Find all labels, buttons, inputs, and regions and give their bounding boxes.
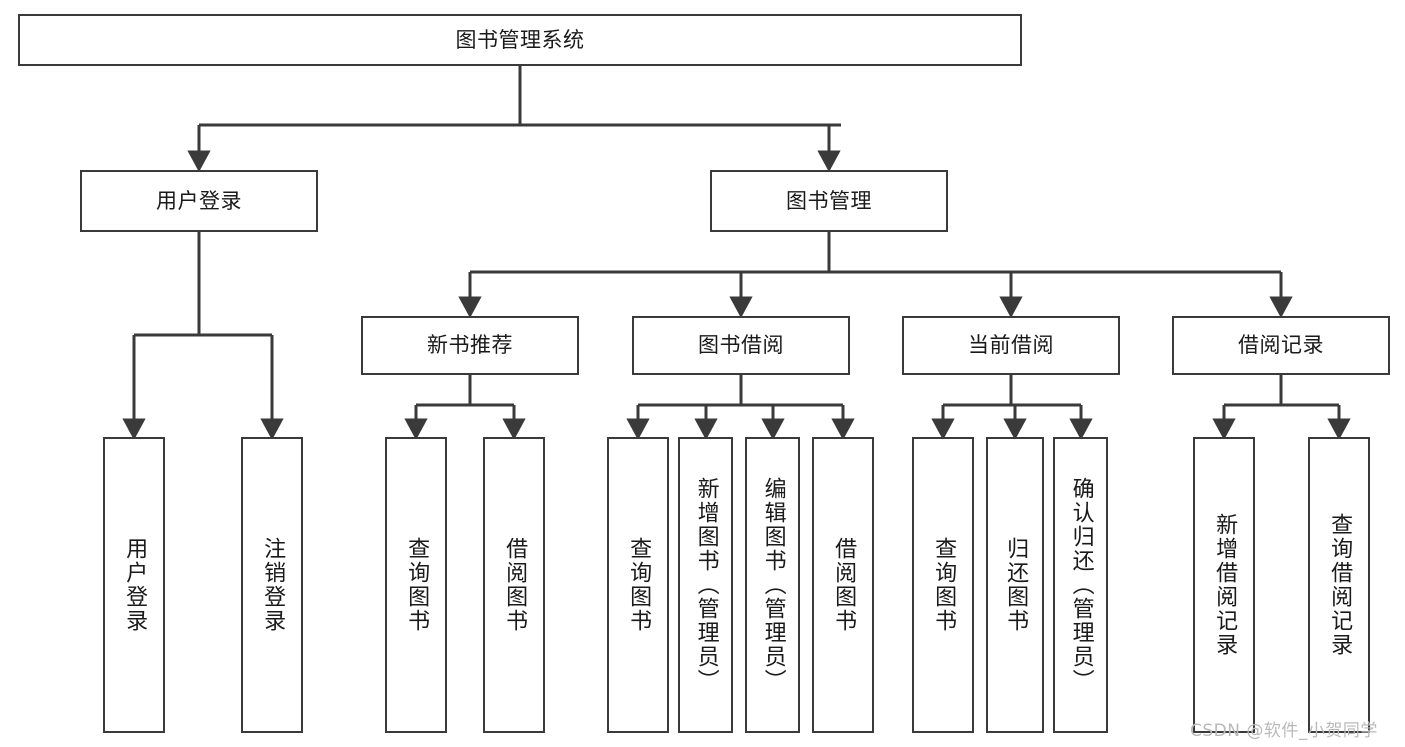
leaf-edit-book-admin[interactable]: 编辑图书（管理员） xyxy=(745,437,800,733)
leaf-query-book-current[interactable]: 查询图书 xyxy=(912,437,974,733)
leaf-query-book-borrow[interactable]: 查询图书 xyxy=(607,437,669,733)
node-new-book-recommend[interactable]: 新书推荐 xyxy=(361,316,579,375)
leaf-return-book[interactable]: 归还图书 xyxy=(986,437,1044,733)
leaf-add-book-admin-label: 新增图书（管理员） xyxy=(693,477,719,693)
leaf-logout[interactable]: 注销登录 xyxy=(241,437,303,733)
node-book-management[interactable]: 图书管理 xyxy=(710,170,948,232)
node-current-borrow[interactable]: 当前借阅 xyxy=(902,316,1120,375)
node-root-label: 图书管理系统 xyxy=(455,27,585,52)
leaf-query-book-newbook-label: 查询图书 xyxy=(404,537,430,633)
node-user-login[interactable]: 用户登录 xyxy=(80,170,318,232)
leaf-borrow-book-newbook[interactable]: 借阅图书 xyxy=(483,437,545,733)
node-current-borrow-label: 当前借阅 xyxy=(968,333,1054,358)
node-book-borrow[interactable]: 图书借阅 xyxy=(632,316,850,375)
node-root[interactable]: 图书管理系统 xyxy=(18,14,1022,66)
leaf-edit-book-admin-label: 编辑图书（管理员） xyxy=(760,477,786,693)
leaf-add-borrow-record[interactable]: 新增借阅记录 xyxy=(1193,437,1255,733)
leaf-query-book-newbook[interactable]: 查询图书 xyxy=(385,437,447,733)
leaf-user-login[interactable]: 用户登录 xyxy=(103,437,165,733)
leaf-query-book-borrow-label: 查询图书 xyxy=(626,537,652,633)
leaf-query-borrow-record-label: 查询借阅记录 xyxy=(1327,513,1353,657)
leaf-add-book-admin[interactable]: 新增图书（管理员） xyxy=(678,437,733,733)
leaf-borrow-book[interactable]: 借阅图书 xyxy=(812,437,874,733)
leaf-query-borrow-record[interactable]: 查询借阅记录 xyxy=(1308,437,1370,733)
leaf-query-book-current-label: 查询图书 xyxy=(931,537,957,633)
leaf-borrow-book-label: 借阅图书 xyxy=(831,537,857,633)
leaf-add-borrow-record-label: 新增借阅记录 xyxy=(1212,513,1238,657)
leaf-return-book-label: 归还图书 xyxy=(1003,537,1029,633)
leaf-confirm-return-admin-label: 确认归还（管理员） xyxy=(1068,477,1094,693)
node-book-management-label: 图书管理 xyxy=(786,188,872,213)
node-user-login-label: 用户登录 xyxy=(156,188,242,213)
node-book-borrow-label: 图书借阅 xyxy=(698,333,784,358)
node-new-book-recommend-label: 新书推荐 xyxy=(427,333,513,358)
leaf-borrow-book-newbook-label: 借阅图书 xyxy=(502,537,528,633)
leaf-confirm-return-admin[interactable]: 确认归还（管理员） xyxy=(1053,437,1108,733)
leaf-logout-label: 注销登录 xyxy=(260,537,286,633)
leaf-user-login-label: 用户登录 xyxy=(122,537,148,633)
node-borrow-records-label: 借阅记录 xyxy=(1238,333,1324,358)
node-borrow-records[interactable]: 借阅记录 xyxy=(1172,316,1390,375)
